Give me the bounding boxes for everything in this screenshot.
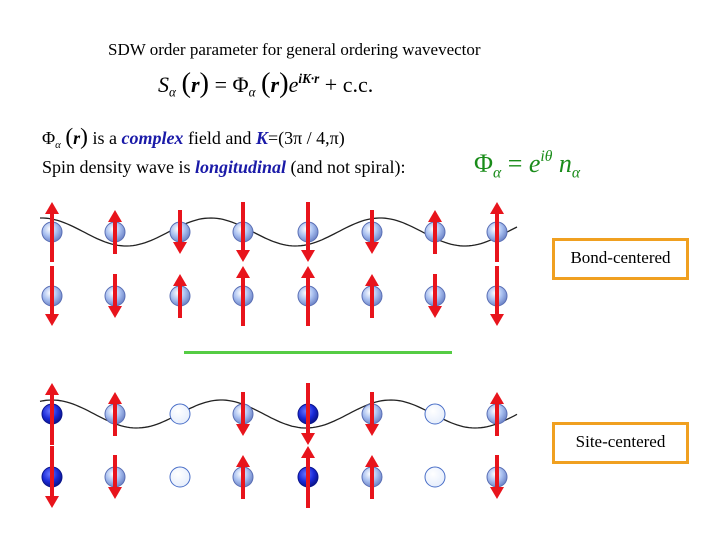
site-centered-label: Site-centered xyxy=(552,422,689,464)
site-row2-arrow-4-head xyxy=(236,455,250,467)
bond-row2-arrow-8-head xyxy=(490,314,504,326)
line1-phi: Φ xyxy=(42,128,56,148)
eq1-alpha-2: α xyxy=(248,84,256,100)
line1-field-and: field and xyxy=(183,128,256,148)
bond-row1-arrow-3-head xyxy=(173,242,187,254)
site-row2-arrow-6-head xyxy=(365,455,379,467)
line1-is-a: is a xyxy=(87,128,122,148)
eq1-tail: + c.c. xyxy=(324,72,374,97)
line2-pre: Spin density wave is xyxy=(42,157,195,177)
bond-row1-arrow-8-head xyxy=(490,202,504,214)
line2-longitudinal: longitudinal xyxy=(195,157,287,177)
eq1-e: e xyxy=(288,72,299,97)
site-row2-arrow-8-head xyxy=(490,487,504,499)
eq1-r: r xyxy=(190,72,200,97)
site-row1-arrow-2-head xyxy=(108,392,122,404)
bond-row2-arrow-7-head xyxy=(428,306,442,318)
eq2-alpha-2: α xyxy=(571,164,581,182)
bond-row1-arrow-2-head xyxy=(108,210,122,222)
bond-row1-arrow-4-head xyxy=(236,250,250,262)
bond-row2-arrow-1-head xyxy=(45,314,59,326)
bond-row1-arrow-7-head xyxy=(428,210,442,222)
arrow-layer xyxy=(45,202,504,508)
bond-row2-arrow-2-head xyxy=(108,306,122,318)
eq2-exp: iθ xyxy=(540,148,553,165)
sdw-equation: Sα (r) = Φα (r)eiK·r + c.c. xyxy=(158,68,374,100)
eq2-n: n xyxy=(558,148,572,178)
site-row1-arrow-4-head xyxy=(236,424,250,436)
site-row2-arrow-2-head xyxy=(108,487,122,499)
diagram-title: SDW order parameter for general ordering… xyxy=(108,40,481,59)
site-row1-arrow-6-head xyxy=(365,424,379,436)
eq2-alpha: α xyxy=(493,164,502,182)
line1-r: r xyxy=(73,128,81,148)
line1-k: K xyxy=(255,128,268,148)
eq1-exponent: iK·r xyxy=(298,70,320,86)
line1-alpha: α xyxy=(55,138,61,151)
site-row1-arrow-5-head xyxy=(301,433,315,445)
eq2-phi: Φ xyxy=(474,148,494,178)
eq2-e: e xyxy=(528,148,541,178)
eq1-equals: = xyxy=(214,72,227,97)
wave-layer xyxy=(39,217,518,429)
eq1-r-2: r xyxy=(270,72,280,97)
bond-row1-arrow-6-head xyxy=(365,242,379,254)
line1-k-value: =(3π / 4,π) xyxy=(267,128,345,148)
site-row2-arrow-5-head xyxy=(301,446,315,458)
longitudinal-line: Spin density wave is longitudinal (and n… xyxy=(42,157,406,178)
eq2-equals: = xyxy=(501,148,529,178)
site-row2-arrow-1-head xyxy=(45,496,59,508)
site-row1-atom-3 xyxy=(169,403,191,425)
bond-row1-arrow-5-head xyxy=(301,250,315,262)
site-row1-arrow-8-head xyxy=(490,392,504,404)
eq1-s: S xyxy=(158,72,169,97)
bond-row1-arrow-1-head xyxy=(45,202,59,214)
eq1-phi: Φ xyxy=(232,72,249,97)
line2-post: (and not spiral): xyxy=(286,157,406,177)
eq1-alpha: α xyxy=(169,84,176,100)
site-row1-arrow-1-head xyxy=(45,383,59,395)
bond-row2-arrow-6-head xyxy=(365,274,379,286)
bond-centered-label: Bond-centered xyxy=(552,238,689,280)
bond-row2-arrow-4-head xyxy=(236,266,250,278)
atom-layer xyxy=(41,221,508,488)
bond-row2-arrow-5-head xyxy=(301,266,315,278)
complex-field-line: Φα (r) is a complex field and K=(3π / 4,… xyxy=(42,124,345,151)
section-separator xyxy=(184,351,452,354)
line1-complex: complex xyxy=(121,128,184,148)
site-row2-atom-3 xyxy=(169,466,191,488)
site-row2-atom-7 xyxy=(424,466,446,488)
site-row1-atom-7 xyxy=(424,403,446,425)
bond-row2-arrow-3-head xyxy=(173,274,187,286)
phase-equation: Φα = eiθ nα xyxy=(474,148,580,182)
